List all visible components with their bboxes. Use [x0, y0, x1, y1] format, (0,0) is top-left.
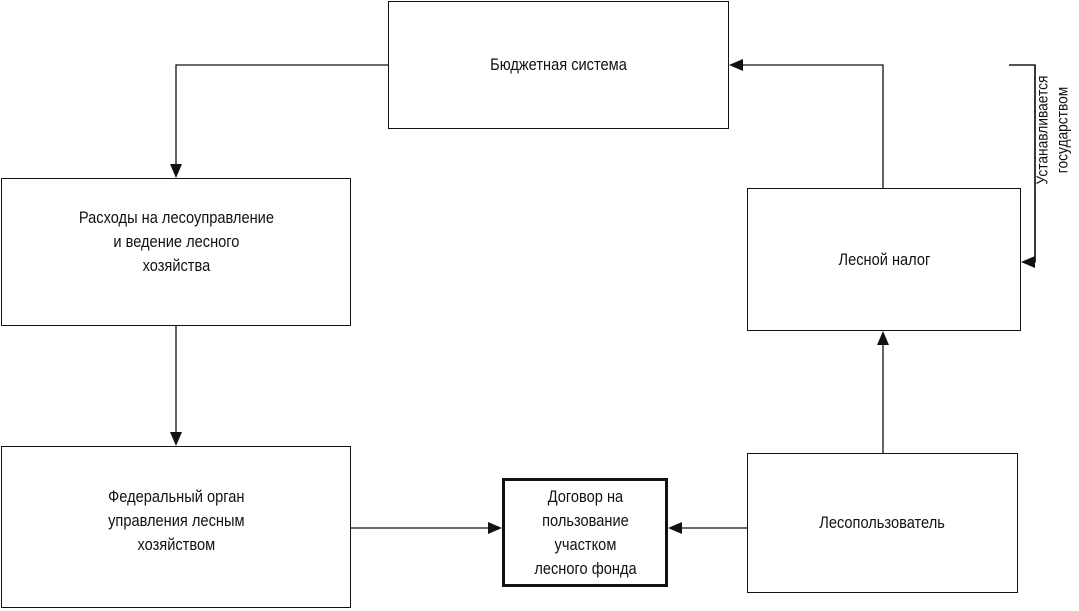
federal-agency-box: Федеральный орган управления лесным хозя…: [1, 446, 351, 608]
arrowhead-state-to-tax: [1021, 256, 1035, 268]
contract-box: Договор на пользование участком лесного …: [502, 478, 668, 587]
budget-system-box: Бюджетная система: [388, 1, 729, 129]
federal-agency-label: Федеральный орган управления лесным хозя…: [107, 487, 245, 554]
forest-user-label: Лесопользователь: [819, 513, 946, 532]
arrowhead-to-contract-right: [668, 522, 682, 534]
state-annotation: Устанавливается государством: [1032, 60, 1074, 200]
arrowhead-to-federal: [170, 432, 182, 446]
arrowhead-to-tax: [877, 331, 889, 345]
budget-system-label: Бюджетная система: [490, 55, 627, 74]
expenses-label: Расходы на лесоуправление и ведение лесн…: [78, 208, 274, 275]
forest-tax-label: Лесной налог: [838, 249, 930, 269]
arrowhead-to-expenses: [170, 164, 182, 178]
expenses-box: Расходы на лесоуправление и ведение лесн…: [1, 178, 351, 326]
state-annotation-text: Устанавливается государством: [1034, 75, 1071, 185]
contract-label: Договор на пользование участком лесного …: [533, 486, 637, 578]
forest-user-box: Лесопользователь: [747, 453, 1018, 593]
forest-tax-box: Лесной налог: [747, 188, 1021, 331]
connector-budget-to-expenses: [175, 64, 388, 164]
arrowhead-to-contract-left: [488, 522, 502, 534]
connector-tax-to-budget: [743, 64, 884, 188]
arrowhead-to-budget: [729, 59, 743, 71]
